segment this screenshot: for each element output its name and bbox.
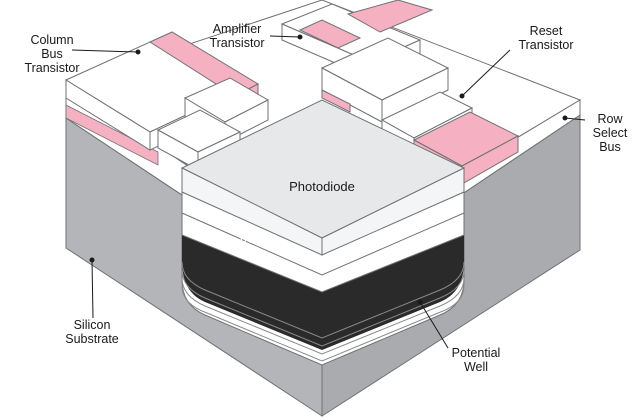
label-amplifier-transistor: Amplifier Transistor	[209, 22, 265, 50]
leader-lines	[71, 34, 586, 349]
label-row-select-bus: Row Select Bus	[592, 112, 628, 154]
potential-well-layers	[181, 261, 465, 362]
label-silicon-substrate: Silicon Substrate	[65, 318, 119, 346]
photodiode-right-side	[321, 167, 465, 256]
label-potential-well: Potential Well	[451, 346, 501, 374]
label-photodiode: Photodiode	[289, 179, 355, 194]
column-bus-structure	[64, 31, 270, 171]
label-column-bus-transistor: Column Bus Transistor	[24, 33, 80, 75]
label-reset-transistor: Reset Transistor	[518, 24, 574, 52]
label-n-plus: n+	[240, 233, 254, 247]
n-plus-layer	[181, 212, 465, 293]
